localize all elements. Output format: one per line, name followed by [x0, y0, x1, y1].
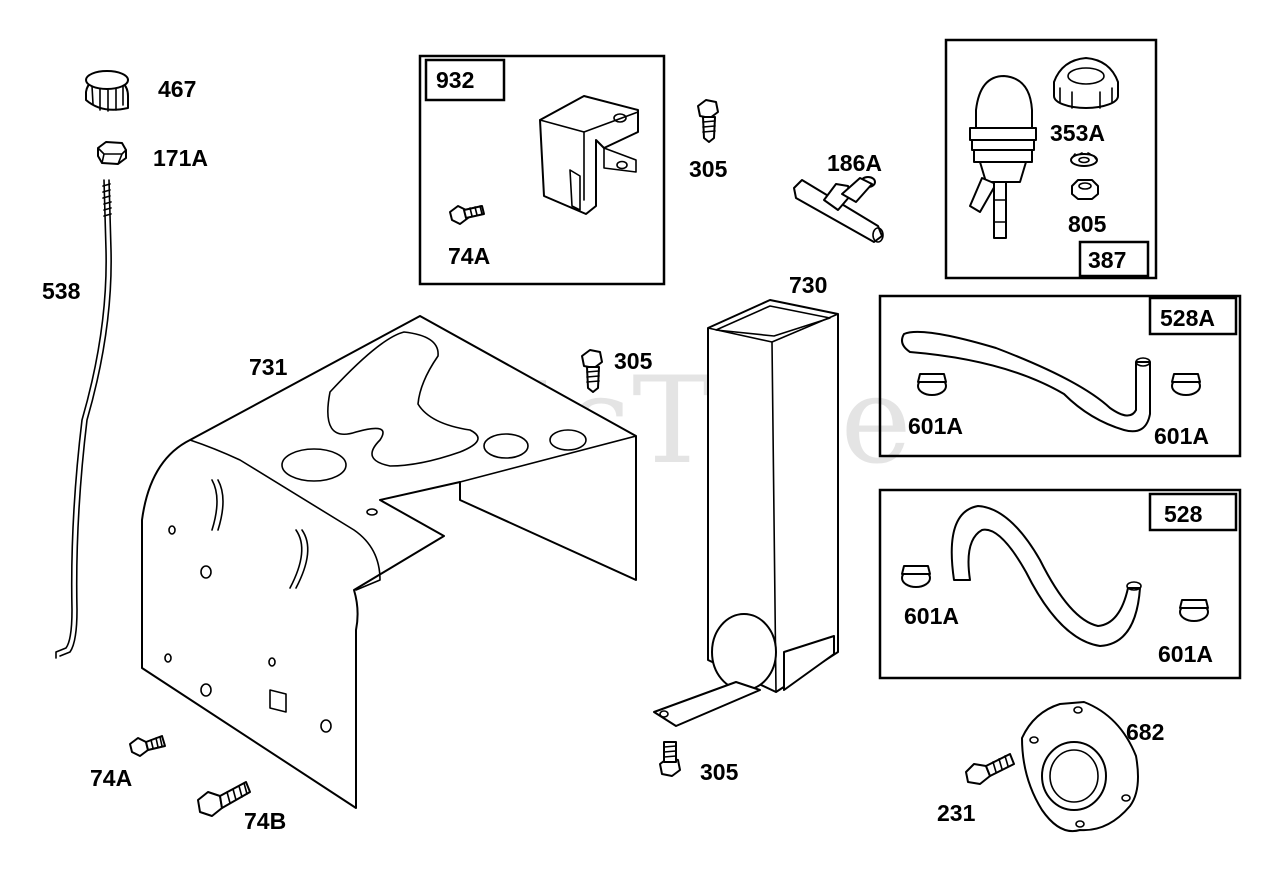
rod-538[interactable] — [55, 179, 112, 659]
hose-528A[interactable] — [901, 330, 1151, 433]
tee-fitting-186A[interactable] — [793, 176, 884, 243]
box-932-tag — [424, 58, 506, 102]
cap-467[interactable] — [85, 70, 129, 112]
label-305-top: 305 — [689, 156, 728, 182]
label-601A-1: 601A — [908, 413, 963, 439]
box-387-tag — [1078, 240, 1150, 278]
label-305-mid: 305 — [614, 348, 653, 374]
box-528A — [878, 294, 1242, 458]
clamp-601A-4[interactable] — [1179, 599, 1209, 622]
box-528-tag — [1148, 492, 1238, 532]
screw-74B[interactable] — [197, 781, 251, 817]
box-932 — [418, 54, 666, 286]
label-353A: 353A — [1050, 120, 1105, 146]
screw-231[interactable] — [965, 753, 1015, 785]
duct-730[interactable] — [653, 299, 839, 727]
box-387 — [944, 38, 1158, 280]
label-538: 538 — [42, 278, 81, 304]
label-231: 231 — [937, 800, 976, 826]
label-601A-2: 601A — [1154, 423, 1209, 449]
label-601A-3: 601A — [904, 603, 959, 629]
label-387: 387 — [1088, 247, 1126, 273]
screw-74A-bottom[interactable] — [129, 735, 166, 757]
label-730: 730 — [789, 272, 827, 298]
label-171A: 171A — [153, 145, 208, 171]
label-601A-4: 601A — [1158, 641, 1213, 667]
clamp-601A-2[interactable] — [1171, 373, 1201, 396]
label-528: 528 — [1164, 501, 1203, 527]
label-74B: 74B — [244, 808, 286, 834]
shroud-731[interactable] — [141, 315, 637, 809]
label-305-bottom: 305 — [700, 759, 739, 785]
clamp-601A-1[interactable] — [917, 373, 947, 396]
screw-305-mid[interactable] — [581, 349, 603, 393]
flange-682[interactable] — [1021, 701, 1139, 832]
screw-74A-box[interactable] — [449, 205, 485, 225]
label-932: 932 — [436, 67, 474, 93]
screw-305-bottom[interactable] — [659, 741, 681, 777]
nut-805[interactable] — [1071, 179, 1099, 200]
clamp-601A-3[interactable] — [901, 565, 931, 588]
label-528A: 528A — [1160, 305, 1215, 331]
cap-ring-353A[interactable] — [1053, 57, 1119, 109]
label-74A-box: 74A — [448, 243, 490, 269]
box-528 — [878, 488, 1242, 680]
nut-171A[interactable] — [97, 141, 127, 165]
fuel-filter-387[interactable] — [969, 75, 1037, 239]
label-731: 731 — [249, 354, 288, 380]
label-186A: 186A — [827, 150, 882, 176]
hose-528[interactable] — [950, 505, 1142, 647]
screw-305-top[interactable] — [697, 99, 719, 143]
label-682: 682 — [1126, 719, 1164, 745]
label-805: 805 — [1068, 211, 1107, 237]
label-467: 467 — [158, 76, 196, 102]
label-74A-bottom: 74A — [90, 765, 132, 791]
lock-washer[interactable] — [1070, 152, 1098, 167]
bracket-932[interactable] — [539, 95, 639, 215]
box-528A-tag — [1148, 296, 1238, 336]
